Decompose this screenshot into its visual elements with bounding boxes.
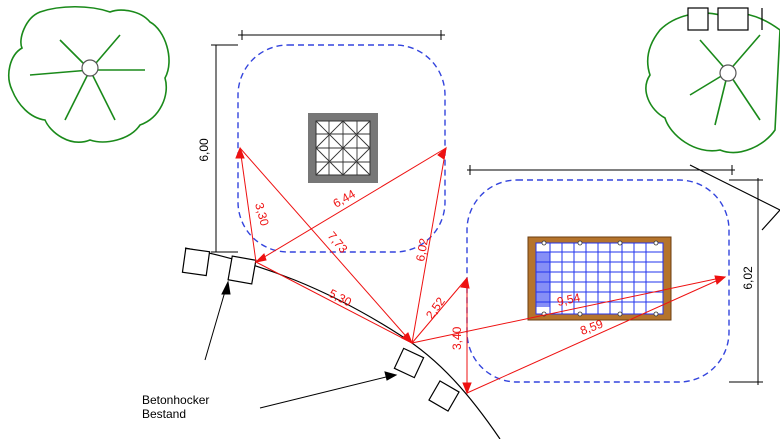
note-text-line2: Bestand bbox=[142, 407, 186, 421]
measurement-label-3: 7,73 bbox=[325, 229, 351, 256]
tree-right-icon bbox=[645, 12, 780, 154]
climbing-frame-left bbox=[308, 113, 378, 183]
measurement-label-8: 9,54 bbox=[556, 290, 582, 309]
dimension-right-height-label: 6,02 bbox=[741, 266, 755, 290]
tree-left-icon bbox=[8, 6, 170, 143]
dimension-left-height bbox=[211, 44, 238, 253]
dimension-top-left bbox=[238, 30, 445, 40]
dimension-top-right bbox=[467, 165, 735, 175]
safety-zone-left bbox=[237, 44, 446, 253]
note-leader-arrows bbox=[204, 280, 398, 409]
measurement-label-7: 3,40 bbox=[450, 326, 464, 350]
concrete-stool-icons bbox=[181, 247, 460, 412]
existing-structure-top-right bbox=[687, 7, 763, 31]
measurement-label-6: 2,52 bbox=[423, 294, 448, 321]
dimension-left-height-label: 6,00 bbox=[197, 138, 211, 162]
measurement-label-1: 3,30 bbox=[252, 201, 272, 227]
measurement-label-4: 6,02 bbox=[413, 237, 431, 263]
measurement-lines bbox=[235, 146, 727, 395]
dimension-right-height bbox=[729, 178, 763, 385]
path-edge-line bbox=[184, 164, 780, 439]
climbing-net-right bbox=[527, 236, 672, 321]
measurement-label-2: 6,44 bbox=[331, 187, 359, 211]
note-text-line1: Betonhocker bbox=[142, 393, 209, 407]
